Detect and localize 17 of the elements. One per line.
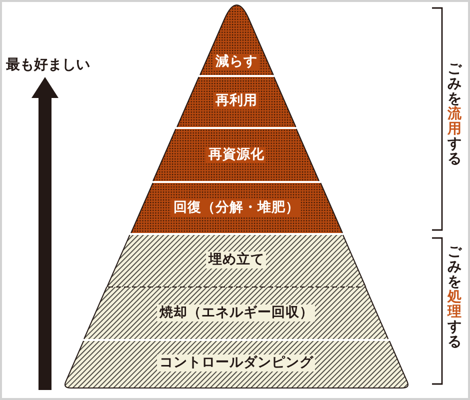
pyramid-band (200, 5, 274, 75)
pyramid-band (107, 235, 366, 287)
level-label: 焼却（エネルギー回収） (157, 304, 316, 322)
level-label: コントロールダンピング (157, 354, 316, 372)
pyramid-band (177, 77, 296, 127)
level-label: 再資源化 (206, 146, 266, 164)
bracket-label: ごみを処理する (447, 245, 462, 350)
bracket-label: ごみを流用する (447, 62, 462, 167)
pyramid-band (153, 129, 320, 181)
level-label: 埋め立て (206, 252, 266, 268)
pyramid-band (84, 287, 389, 339)
level-label: 再利用 (213, 92, 260, 110)
arrow-label: 最も好ましい (6, 57, 90, 73)
level-label: 減らす (213, 54, 260, 70)
pyramid-band (130, 183, 342, 233)
level-label: 回復（分解・堆肥） (171, 200, 302, 216)
pyramid-band (63, 341, 410, 388)
